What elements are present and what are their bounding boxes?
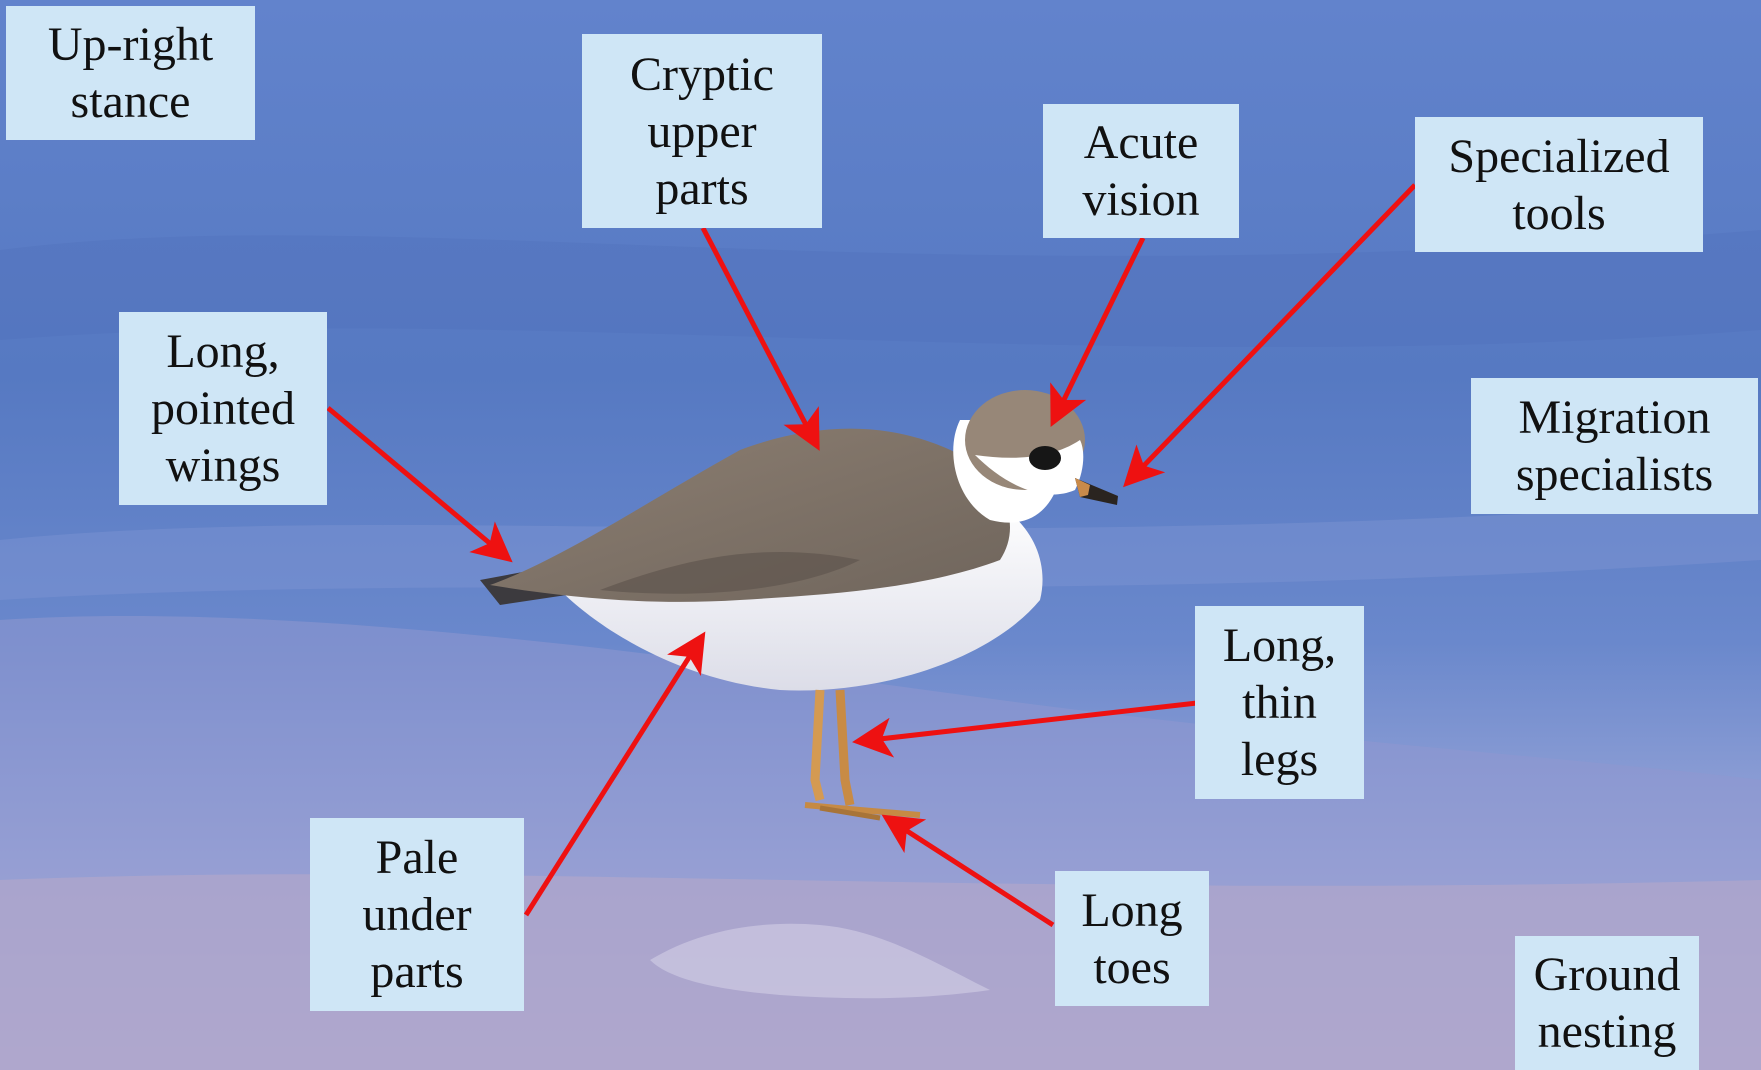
label-long-pointed-wings: Long, pointed wings: [119, 312, 327, 505]
label-acute-vision: Acute vision: [1043, 104, 1239, 238]
label-ground-nesting: Ground nesting: [1515, 936, 1699, 1070]
label-migration-specialists: Migration specialists: [1471, 378, 1758, 514]
label-upright-stance: Up-right stance: [6, 6, 255, 140]
label-long-thin-legs: Long, thin legs: [1195, 606, 1364, 799]
label-long-toes: Long toes: [1055, 871, 1209, 1006]
label-pale-under-parts: Pale under parts: [310, 818, 524, 1011]
label-specialized-tools: Specialized tools: [1415, 117, 1703, 252]
label-cryptic-upper-parts: Cryptic upper parts: [582, 34, 822, 228]
